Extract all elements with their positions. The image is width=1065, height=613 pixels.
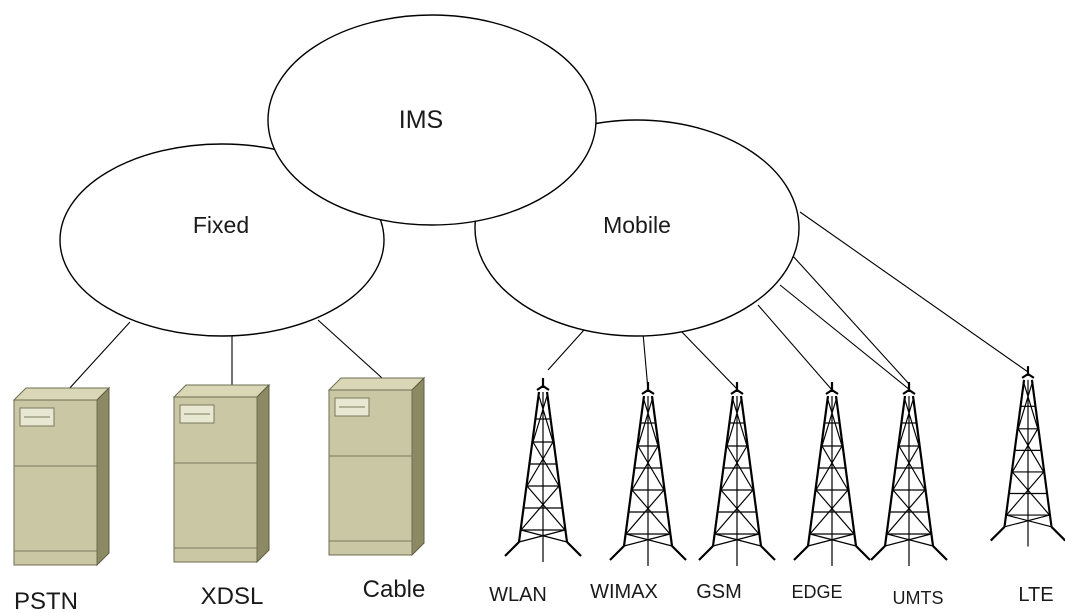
server-pstn xyxy=(13,387,110,566)
mobile-access-links xyxy=(547,211,1029,391)
ims-ellipse xyxy=(267,14,597,226)
cable-label: Cable xyxy=(363,576,426,603)
gsm-label: GSM xyxy=(696,581,742,603)
wlan-label: WLAN xyxy=(489,584,547,606)
fixed-label: Fixed xyxy=(193,212,249,238)
fixed-ellipse xyxy=(59,143,385,337)
wimax-label: WIMAX xyxy=(590,581,658,603)
tower-gsm xyxy=(697,380,777,568)
radio-tower-icon xyxy=(503,376,583,564)
ims-core xyxy=(267,14,597,226)
link-mobile-wlan xyxy=(547,329,585,371)
link-mobile-edge xyxy=(757,304,833,391)
server-icon xyxy=(13,387,110,566)
tower-wlan xyxy=(503,376,583,564)
tower-lte xyxy=(989,365,1065,548)
tower-edge xyxy=(792,380,872,568)
ims-label: IMS xyxy=(399,106,443,134)
radio-tower-icon xyxy=(792,380,872,568)
tower-wimax xyxy=(608,380,688,568)
server-cable xyxy=(328,377,425,556)
xdsl-label: XDSL xyxy=(201,583,264,610)
fixed-access-links xyxy=(67,319,383,391)
server-icon xyxy=(328,377,425,556)
server-xdsl xyxy=(173,384,270,563)
edge-label: EDGE xyxy=(791,582,842,602)
radio-tower-icon xyxy=(697,380,777,568)
lte-label: LTE xyxy=(1018,584,1053,606)
radio-tower-icon xyxy=(869,380,949,568)
umts-label: UMTS xyxy=(893,588,944,608)
link-mobile-lte xyxy=(799,211,1029,373)
link-fixed-pstn xyxy=(67,321,131,391)
link-mobile-umts xyxy=(779,284,911,391)
radio-tower-icon xyxy=(608,380,688,568)
radio-tower-icon xyxy=(989,365,1065,548)
link-mobile-wimax xyxy=(642,332,649,391)
pstn-label: PSTN xyxy=(14,588,78,613)
server-icon xyxy=(173,384,270,563)
fixed-domain xyxy=(59,143,385,337)
tower-umts xyxy=(869,380,949,568)
link-mobile-umts-upper xyxy=(791,254,911,386)
mobile-label: Mobile xyxy=(603,212,671,238)
link-fixed-cable xyxy=(317,319,383,379)
link-mobile-gsm xyxy=(679,329,739,391)
